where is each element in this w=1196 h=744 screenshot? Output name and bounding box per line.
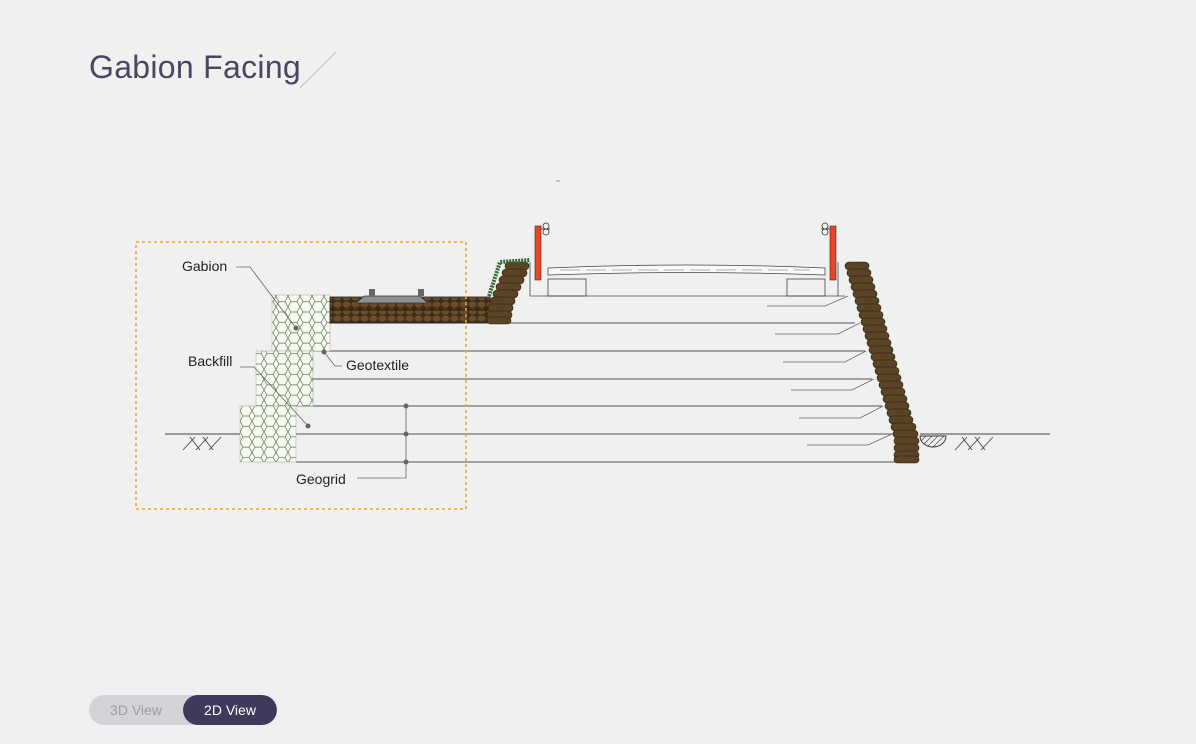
rock-layer (329, 289, 491, 324)
callout-geogrid: Geogrid (296, 403, 409, 487)
view-toggle: 3D View 2D View (89, 695, 277, 725)
callout-gabion: Gabion (182, 258, 299, 331)
label-backfill: Backfill (188, 353, 232, 369)
ground-line (165, 433, 1050, 451)
grass-slope (487, 258, 531, 297)
view-3d-button[interactable]: 3D View (89, 695, 183, 725)
geogrid-layers (296, 322, 900, 463)
view-2d-button[interactable]: 2D View (183, 695, 277, 725)
callout-geotextile: Geotextile (321, 349, 409, 373)
title-slash-decoration (299, 51, 337, 89)
label-geotextile: Geotextile (346, 357, 409, 373)
callout-backfill: Backfill (188, 353, 311, 429)
label-geogrid: Geogrid (296, 471, 346, 487)
page-title: Gabion Facing (89, 49, 302, 85)
right-slope-gabions (844, 261, 920, 464)
label-gabion: Gabion (182, 258, 227, 274)
left-slope-gabions (486, 261, 530, 325)
right-callout-lines (767, 295, 893, 446)
fence-posts (534, 222, 837, 281)
road-structure (529, 262, 845, 297)
drain-pipe (919, 435, 947, 448)
gabion-baskets (239, 294, 331, 463)
highlight-box (135, 241, 467, 510)
